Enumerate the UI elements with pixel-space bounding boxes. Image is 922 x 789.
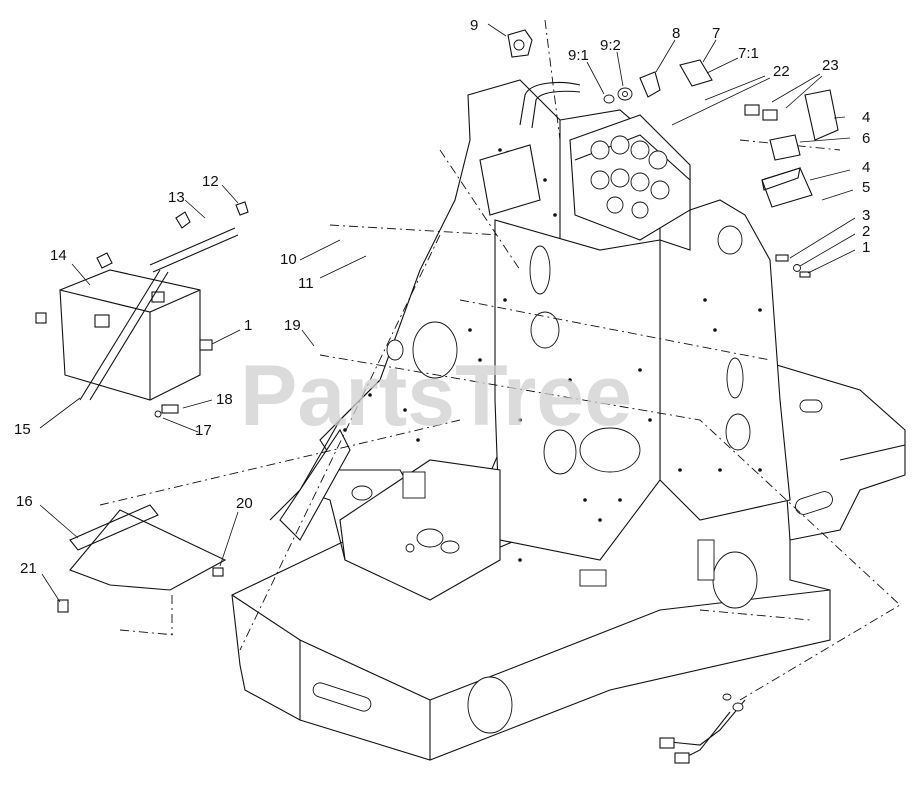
callout-8: 8 [672, 25, 680, 42]
battery-assembly [35, 201, 249, 418]
callout-23: 23 [822, 57, 839, 74]
callout-7: 7 [712, 25, 720, 42]
callout-21: 21 [20, 560, 37, 577]
callout-9: 9 [470, 17, 478, 34]
main-frame [231, 79, 906, 761]
callout-9-2: 9:2 [600, 37, 621, 54]
callout-2: 2 [862, 223, 870, 240]
callout-9-1: 9:1 [568, 47, 589, 64]
callout-5: 5 [862, 179, 870, 196]
callout-1-right: 1 [862, 239, 870, 256]
callout-6: 6 [862, 130, 870, 147]
watermark-text: PartsTree [240, 348, 632, 444]
assembly-leader-lines [99, 19, 901, 701]
callout-13: 13 [168, 189, 185, 206]
callout-11: 11 [298, 275, 314, 292]
callout-16: 16 [16, 493, 33, 510]
rivet-holes [343, 148, 762, 562]
callout-4-bottom: 4 [862, 159, 870, 176]
callout-20: 20 [236, 495, 253, 512]
callout-labels: 9 9:1 9:2 8 7 7:1 22 23 4 6 4 5 3 2 1 12… [14, 17, 870, 577]
callout-14: 14 [50, 247, 67, 264]
callout-15: 15 [14, 421, 31, 438]
callout-10: 10 [280, 251, 297, 268]
callout-4-top: 4 [862, 109, 870, 126]
callout-19: 19 [284, 317, 301, 334]
callout-12: 12 [202, 173, 219, 190]
callout-22: 22 [773, 63, 790, 80]
hydraulic-valve-block [479, 114, 691, 241]
callout-7-1: 7:1 [738, 45, 759, 62]
callout-3: 3 [862, 207, 870, 224]
callout-leaders [39, 23, 856, 603]
battery-tray [57, 504, 227, 613]
callout-17: 17 [195, 422, 212, 439]
solenoid-and-relays [507, 29, 839, 278]
wiring-harness [659, 693, 746, 764]
callout-1-left: 1 [244, 317, 252, 334]
callout-18: 18 [216, 391, 233, 408]
